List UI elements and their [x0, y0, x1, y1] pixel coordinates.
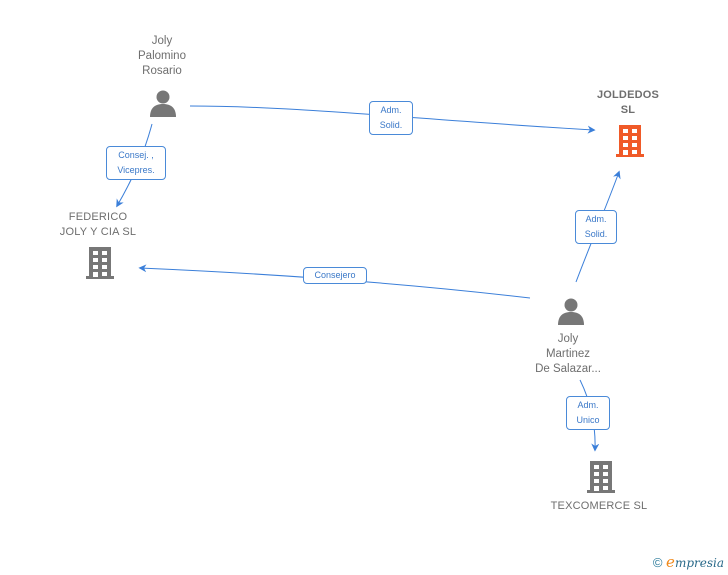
- person-icon[interactable]: [148, 88, 178, 118]
- building-icon[interactable]: [585, 460, 617, 494]
- building-icon[interactable]: [84, 246, 116, 280]
- copyright-icon: ©: [652, 555, 663, 570]
- node-label-joldedos[interactable]: JOLDEDOS SL: [596, 89, 660, 116]
- edge-label-adm-solid: Adm. Solid.: [369, 101, 413, 135]
- footer-brand: © empresia: [653, 553, 724, 571]
- node-label-joly-palomino[interactable]: Joly Palomino Rosario: [138, 35, 186, 77]
- node-label-federico[interactable]: FEDERICO JOLY Y CIA SL: [59, 211, 137, 238]
- edge-palomino-joldedos: [189, 105, 596, 134]
- empresia-logo: empresia: [666, 553, 724, 571]
- node-label-texcomerce[interactable]: TEXCOMERCE SL: [550, 500, 648, 512]
- edge-label-adm-unico: Adm. Unico: [566, 396, 610, 430]
- node-label-joly-martinez[interactable]: Joly Martinez De Salazar...: [535, 333, 601, 375]
- edge-label-consejero: Consejero: [303, 267, 367, 284]
- building-icon[interactable]: [614, 124, 646, 158]
- person-icon[interactable]: [556, 296, 586, 326]
- edge-label-consej-vicepres: Consej. , Vicepres.: [106, 146, 166, 180]
- edge-label-adm-solid: Adm. Solid.: [575, 210, 617, 244]
